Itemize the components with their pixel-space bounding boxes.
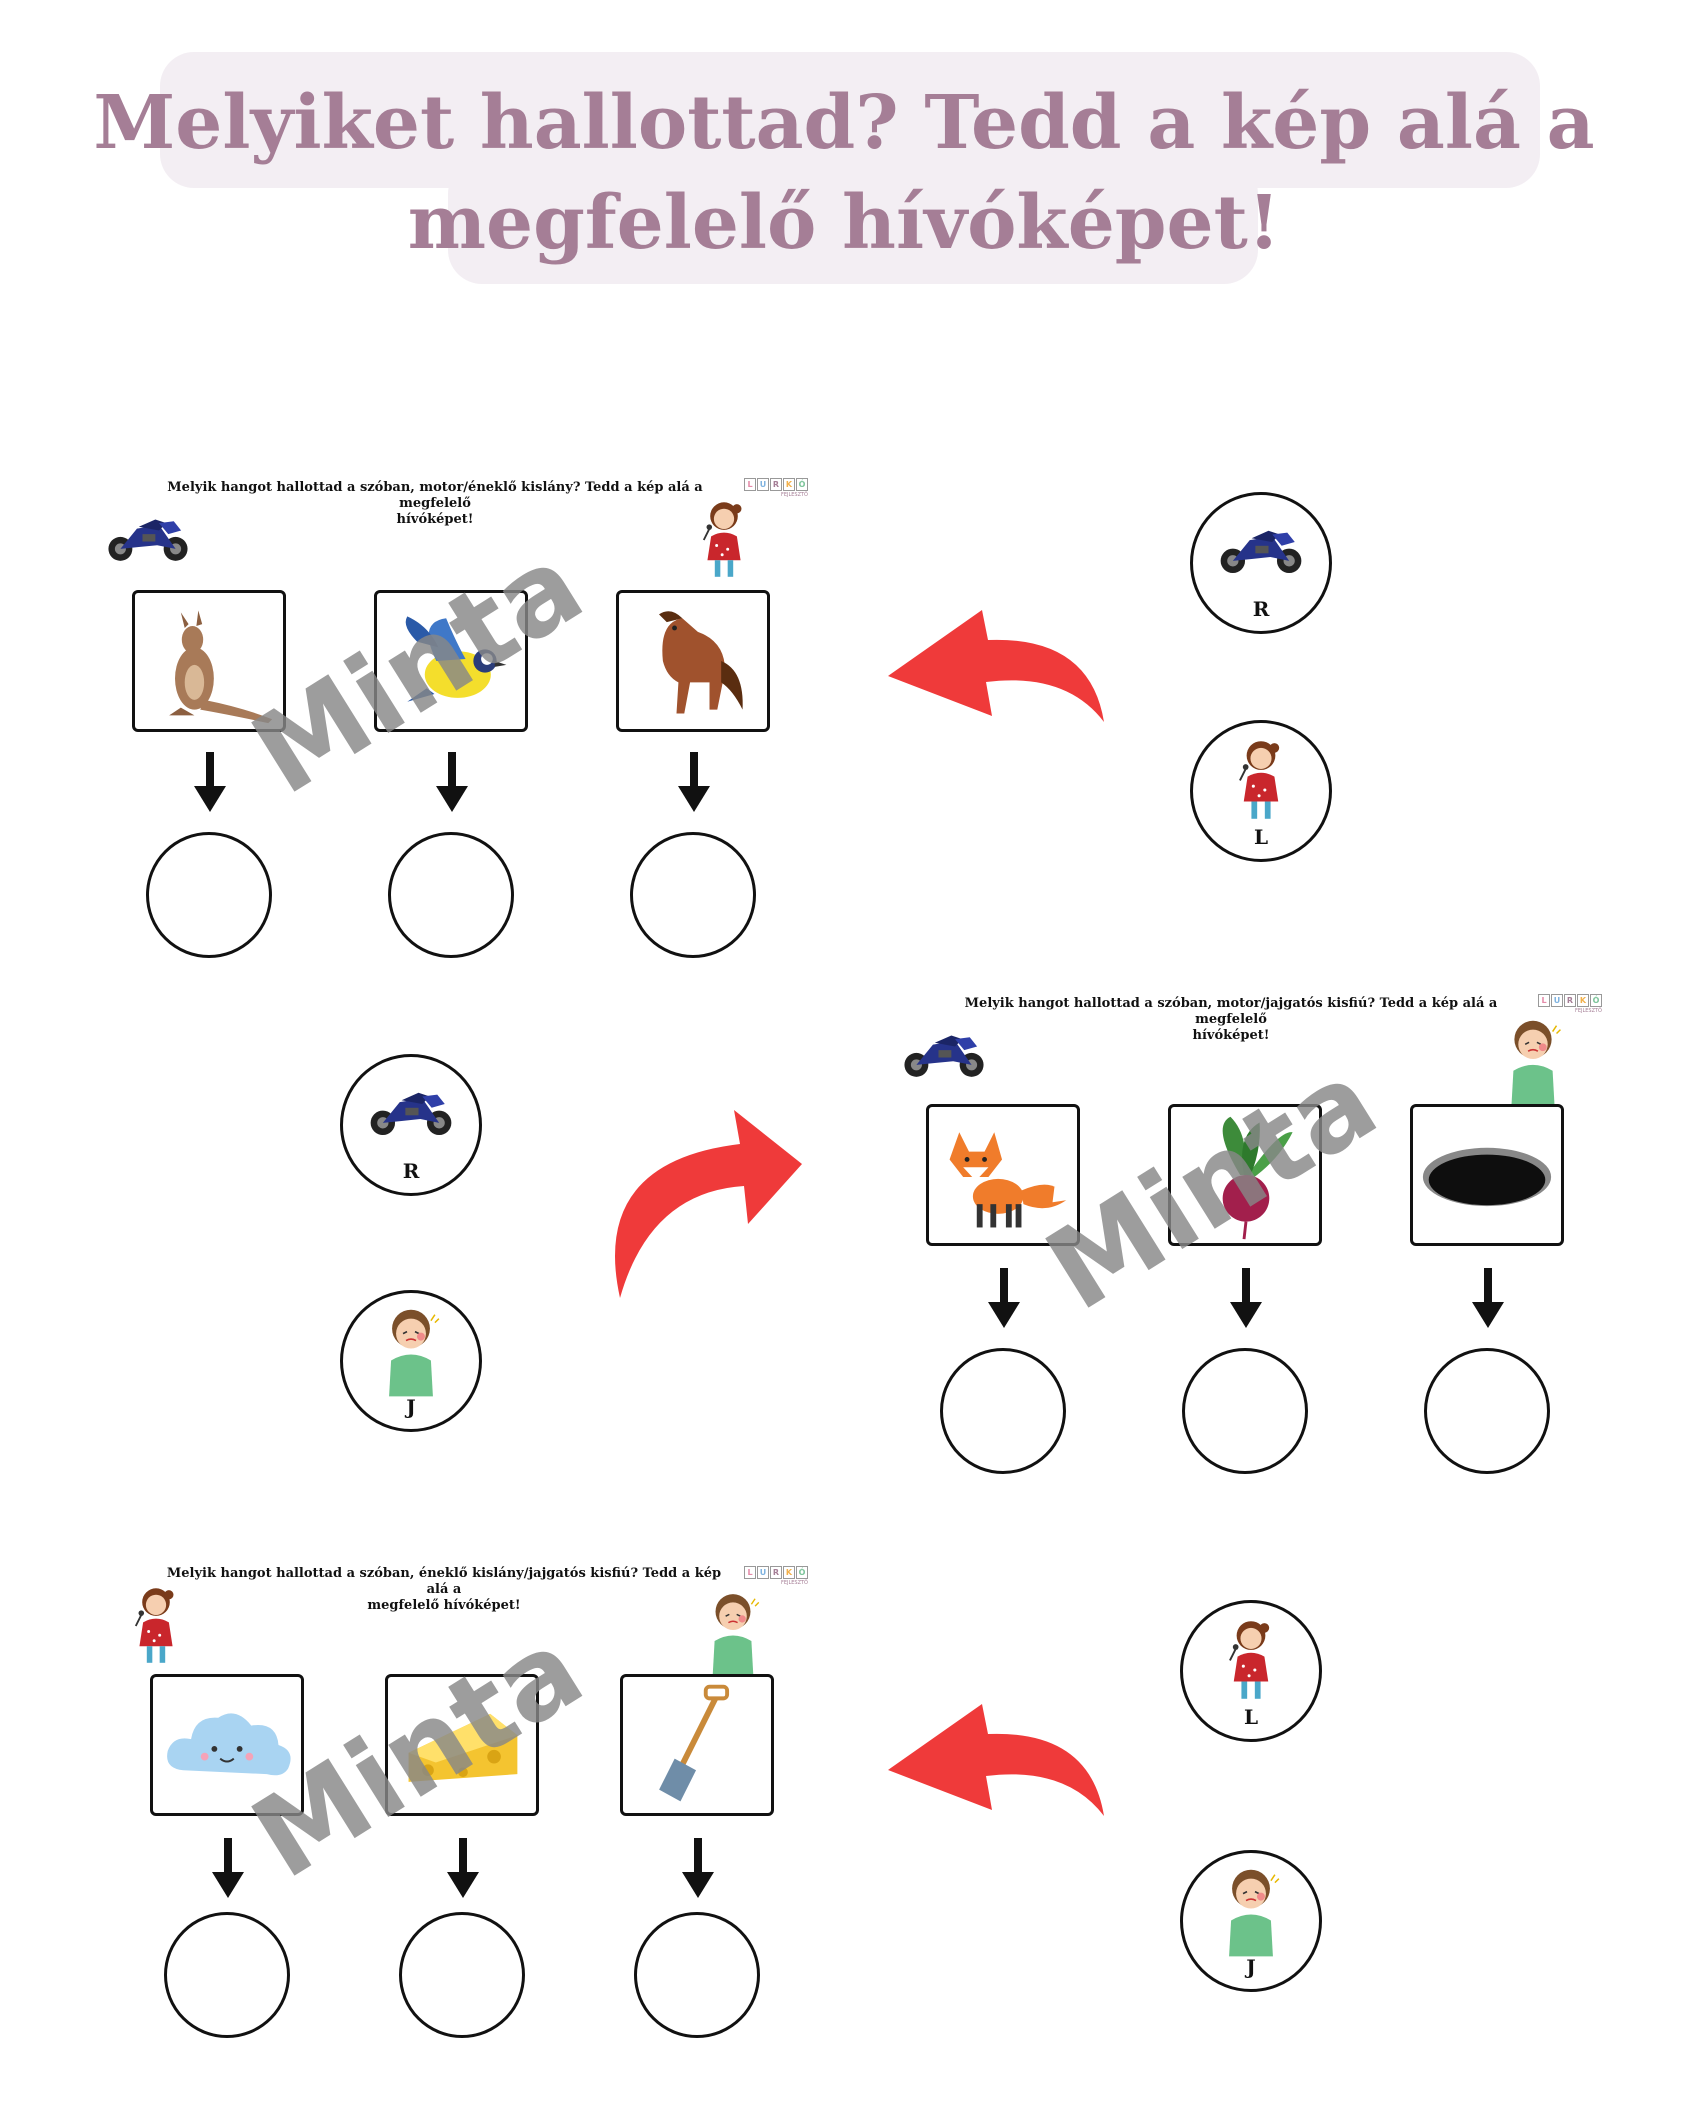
curved-arrow-left-icon	[888, 610, 1104, 722]
motorcycle-icon	[102, 500, 194, 572]
kangaroo-icon	[169, 610, 273, 724]
exercise-1-instruction-line1: Melyik hangot hallottad a szóban, motor/…	[167, 480, 703, 511]
curved-arrow-right-icon	[615, 1110, 802, 1298]
picture-box	[620, 1674, 774, 1816]
cheese-icon	[408, 1713, 518, 1782]
hole-icon	[1422, 1147, 1552, 1207]
down-arrow-icon	[678, 752, 710, 812]
page-title-line1: Melyiket hallottad? Tedd a kép alá a	[93, 80, 1595, 166]
picture-box	[374, 590, 528, 732]
picture-box	[132, 590, 286, 732]
caller-letter: R	[1252, 597, 1270, 621]
bird-icon	[405, 616, 507, 702]
caller-card-j[interactable]: J	[1180, 1850, 1322, 1992]
curved-arrow-left-icon	[888, 1704, 1104, 1816]
answer-circle[interactable]	[164, 1912, 290, 2038]
caller-card-j[interactable]: J	[340, 1290, 482, 1432]
caller-letter: L	[1253, 825, 1269, 849]
down-arrow-icon	[988, 1268, 1020, 1328]
crying-boy-icon	[700, 1584, 766, 1676]
horse-icon	[659, 611, 743, 714]
answer-circle[interactable]	[634, 1912, 760, 2038]
down-arrow-icon	[194, 752, 226, 812]
caller-letter: R	[402, 1159, 420, 1183]
page-title-line2: megfelelő hívóképet!	[407, 180, 1281, 266]
answer-circle[interactable]	[1182, 1348, 1308, 1474]
answer-circle[interactable]	[940, 1348, 1066, 1474]
fox-icon	[949, 1132, 1067, 1228]
cloud-icon	[167, 1713, 291, 1776]
picture-box	[1168, 1104, 1322, 1246]
caller-letter: J	[406, 1395, 416, 1419]
caller-card-l[interactable]: L	[1190, 720, 1332, 862]
exercise-3-instruction: Melyik hangot hallottad a szóban, éneklő…	[164, 1566, 724, 1614]
picture-box	[926, 1104, 1080, 1246]
down-arrow-icon	[1230, 1268, 1262, 1328]
singing-girl-icon	[124, 1580, 188, 1672]
answer-circle[interactable]	[146, 832, 272, 958]
singing-girl-icon	[692, 494, 756, 586]
shovel-icon	[659, 1684, 730, 1802]
exercise-2-instruction-line2: hívóképet!	[1192, 1028, 1270, 1043]
picture-box	[385, 1674, 539, 1816]
exercise-1-instruction: Melyik hangot hallottad a szóban, motor/…	[150, 480, 720, 528]
down-arrow-icon	[212, 1838, 244, 1898]
motorcycle-icon	[898, 1016, 990, 1088]
answer-circle[interactable]	[630, 832, 756, 958]
answer-circle[interactable]	[388, 832, 514, 958]
answer-circle[interactable]	[399, 1912, 525, 2038]
exercise-3-instruction-line1: Melyik hangot hallottad a szóban, éneklő…	[166, 1566, 722, 1597]
caller-card-l[interactable]: L	[1180, 1600, 1322, 1742]
answer-circle[interactable]	[1424, 1348, 1550, 1474]
down-arrow-icon	[682, 1838, 714, 1898]
down-arrow-icon	[436, 752, 468, 812]
crying-boy-icon	[1500, 1010, 1566, 1108]
picture-box	[150, 1674, 304, 1816]
exercise-3-instruction-line2: megfelelő hívóképet!	[367, 1598, 521, 1613]
caller-letter: L	[1243, 1705, 1259, 1729]
exercise-2-instruction-line1: Melyik hangot hallottad a szóban, motor/…	[964, 996, 1498, 1027]
beetroot-icon	[1222, 1116, 1293, 1240]
exercise-2-instruction: Melyik hangot hallottad a szóban, motor/…	[946, 996, 1516, 1044]
picture-box	[1410, 1104, 1564, 1246]
caller-letter: J	[1246, 1955, 1256, 1979]
exercise-1-instruction-line2: hívóképet!	[396, 512, 474, 527]
caller-card-r[interactable]: R	[1190, 492, 1332, 634]
title-pill-bottom	[448, 160, 1258, 284]
picture-box	[616, 590, 770, 732]
down-arrow-icon	[447, 1838, 479, 1898]
down-arrow-icon	[1472, 1268, 1504, 1328]
caller-card-r[interactable]: R	[340, 1054, 482, 1196]
